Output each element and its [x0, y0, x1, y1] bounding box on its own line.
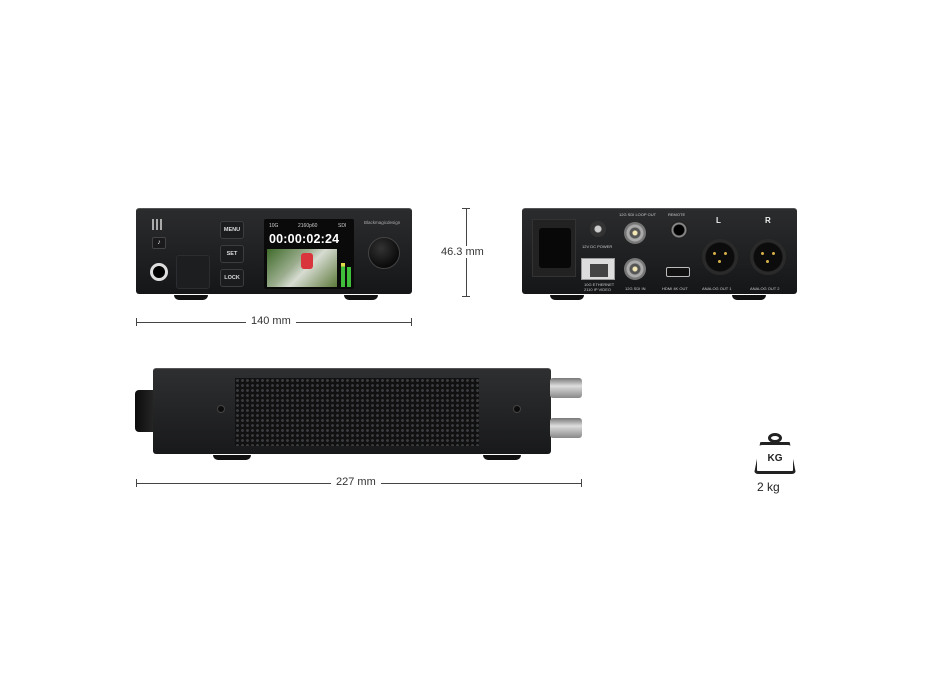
right-channel-label: R — [765, 216, 771, 225]
xlr-right-connector — [750, 239, 786, 275]
analog-out-1-label: ANALOG OUT 1 — [702, 286, 732, 291]
weight-label: 2 kg — [757, 480, 780, 494]
sdi-in-label: 12G SDI IN — [625, 286, 646, 291]
screen-input: SDI — [338, 223, 347, 229]
audio-meter-left — [341, 263, 345, 287]
screw-icon — [513, 405, 521, 413]
control-knob[interactable] — [368, 237, 400, 269]
ethernet-label: 10G ETHERNET — [584, 282, 615, 287]
side-view-knob — [135, 390, 157, 432]
screen-format: 2160p60 — [298, 223, 318, 229]
bnc-side-top — [550, 378, 582, 398]
height-label: 46.3 mm — [436, 246, 489, 258]
speaker-grille-icon — [152, 219, 164, 230]
audio-meter-right — [347, 267, 351, 287]
brand-logo: Blackmagicdesign — [364, 220, 401, 225]
volume-icon[interactable]: ♪ — [152, 237, 166, 249]
blank-panel — [176, 255, 210, 289]
remote-jack — [670, 221, 688, 239]
weight-icon: KG — [752, 433, 798, 475]
ventilation-mesh — [235, 378, 479, 446]
front-panel: ♪ MENU SET LOCK 10G 2160p60 SDI 00:00:02… — [136, 208, 412, 300]
iec-power-socket — [532, 219, 576, 277]
dc-power-label: 12V DC POWER — [582, 244, 613, 249]
rear-panel: 12V DC POWER 10G ETHERNET 2110 IP VIDEO … — [522, 208, 797, 300]
sdi-loop-out-connector — [624, 222, 646, 244]
hdmi-label: HDMI 4K OUT — [662, 286, 688, 291]
xlr-left-connector — [702, 239, 738, 275]
lock-button[interactable]: LOCK — [220, 269, 244, 287]
bnc-side-bottom — [550, 418, 582, 438]
left-channel-label: L — [716, 216, 721, 225]
timecode: 00:00:02:24 — [269, 232, 340, 246]
headphone-jack — [150, 263, 168, 281]
screw-icon — [217, 405, 225, 413]
sdi-loop-out-label: 12G SDI LOOP OUT — [619, 212, 657, 217]
dc-power-connector — [590, 221, 606, 237]
ethernet-sub-label: 2110 IP VIDEO — [584, 287, 611, 292]
video-preview — [267, 249, 337, 287]
lcd-screen: 10G 2160p60 SDI 00:00:02:24 — [264, 219, 354, 289]
hdmi-port — [666, 267, 690, 277]
ethernet-port — [581, 258, 615, 280]
sdi-in-connector — [624, 258, 646, 280]
analog-out-2-label: ANALOG OUT 2 — [750, 286, 780, 291]
depth-label: 227 mm — [331, 476, 381, 488]
remote-label: REMOTE — [668, 212, 686, 217]
set-button[interactable]: SET — [220, 245, 244, 263]
menu-button[interactable]: MENU — [220, 221, 244, 239]
screen-network: 10G — [269, 223, 279, 229]
width-label: 140 mm — [246, 315, 296, 327]
side-view — [153, 368, 551, 460]
weight-icon-text: KG — [767, 453, 783, 464]
